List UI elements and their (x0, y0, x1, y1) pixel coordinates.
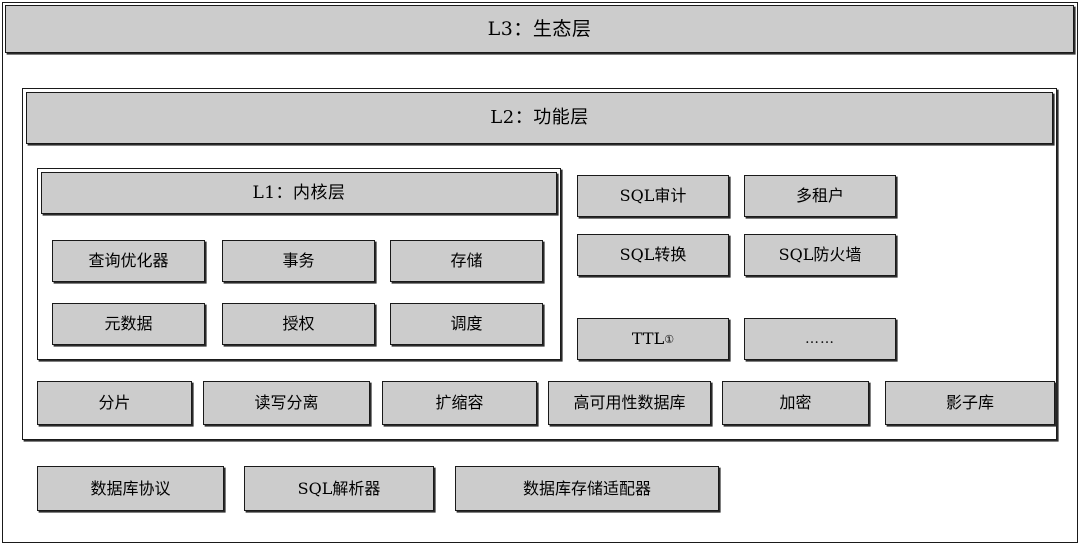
function-module-sql-audit[interactable]: SQL审计 (577, 175, 729, 217)
adapter-module-label: 数据库协议 (90, 478, 171, 498)
adapter-module-database-protocol[interactable]: 数据库协议 (37, 466, 224, 511)
function-module-sql-firewall[interactable]: SQL防火墙 (744, 234, 896, 276)
feature-module-read-write-splitting[interactable]: 读写分离 (203, 381, 370, 425)
kernel-module-scheduling[interactable]: 调度 (390, 303, 543, 345)
kernel-module-query-optimizer[interactable]: 查询优化器 (52, 240, 205, 282)
function-module-sql-translation[interactable]: SQL转换 (577, 234, 729, 276)
l1-kernel-layer-header: L1：内核层 (41, 172, 557, 214)
footnote-marker-icon: ① (664, 332, 675, 346)
feature-module-label: 分片 (98, 393, 131, 412)
feature-module-encryption[interactable]: 加密 (722, 381, 869, 425)
kernel-module-label: 事务 (282, 251, 315, 270)
l2-function-layer-label: L2：功能层 (490, 107, 589, 128)
feature-module-elastic-scaling[interactable]: 扩缩容 (382, 381, 537, 425)
kernel-module-label: 查询优化器 (88, 251, 169, 270)
l1-kernel-layer-label: L1：内核层 (252, 182, 346, 203)
feature-module-sharding[interactable]: 分片 (37, 381, 192, 425)
ellipsis-label: …… (805, 331, 835, 347)
kernel-module-label: 授权 (282, 314, 315, 333)
function-module-label: SQL防火墙 (778, 245, 862, 264)
function-module-more[interactable]: …… (744, 318, 896, 360)
l2-function-layer-header: L2：功能层 (26, 92, 1053, 144)
feature-module-label: 高可用性数据库 (573, 393, 686, 412)
feature-module-label: 扩缩容 (435, 393, 484, 412)
function-module-label: 多租户 (795, 186, 844, 205)
adapter-module-sql-parser[interactable]: SQL解析器 (244, 466, 434, 511)
adapter-module-database-storage-adapter[interactable]: 数据库存储适配器 (455, 466, 719, 511)
function-module-label: SQL转换 (619, 245, 687, 264)
feature-module-label: 加密 (779, 393, 812, 412)
kernel-module-authorization[interactable]: 授权 (222, 303, 375, 345)
feature-module-high-availability-database[interactable]: 高可用性数据库 (548, 381, 711, 425)
adapter-module-label: SQL解析器 (297, 478, 381, 498)
feature-module-shadow-database[interactable]: 影子库 (885, 381, 1055, 425)
kernel-module-metadata[interactable]: 元数据 (52, 303, 205, 345)
adapter-module-label: 数据库存储适配器 (522, 478, 651, 498)
feature-module-label: 读写分离 (254, 393, 319, 412)
kernel-module-transaction[interactable]: 事务 (222, 240, 375, 282)
function-module-multi-tenant[interactable]: 多租户 (744, 175, 896, 217)
feature-module-label: 影子库 (945, 393, 994, 412)
l3-ecosystem-layer-label: L3：生态层 (487, 17, 592, 40)
l3-ecosystem-layer-header: L3：生态层 (5, 5, 1074, 53)
kernel-module-label: 调度 (450, 314, 483, 333)
kernel-module-storage[interactable]: 存储 (390, 240, 543, 282)
kernel-module-label: 存储 (450, 251, 483, 270)
kernel-module-label: 元数据 (104, 314, 153, 333)
function-module-label: TTL (631, 329, 665, 348)
function-module-label: SQL审计 (619, 186, 687, 205)
